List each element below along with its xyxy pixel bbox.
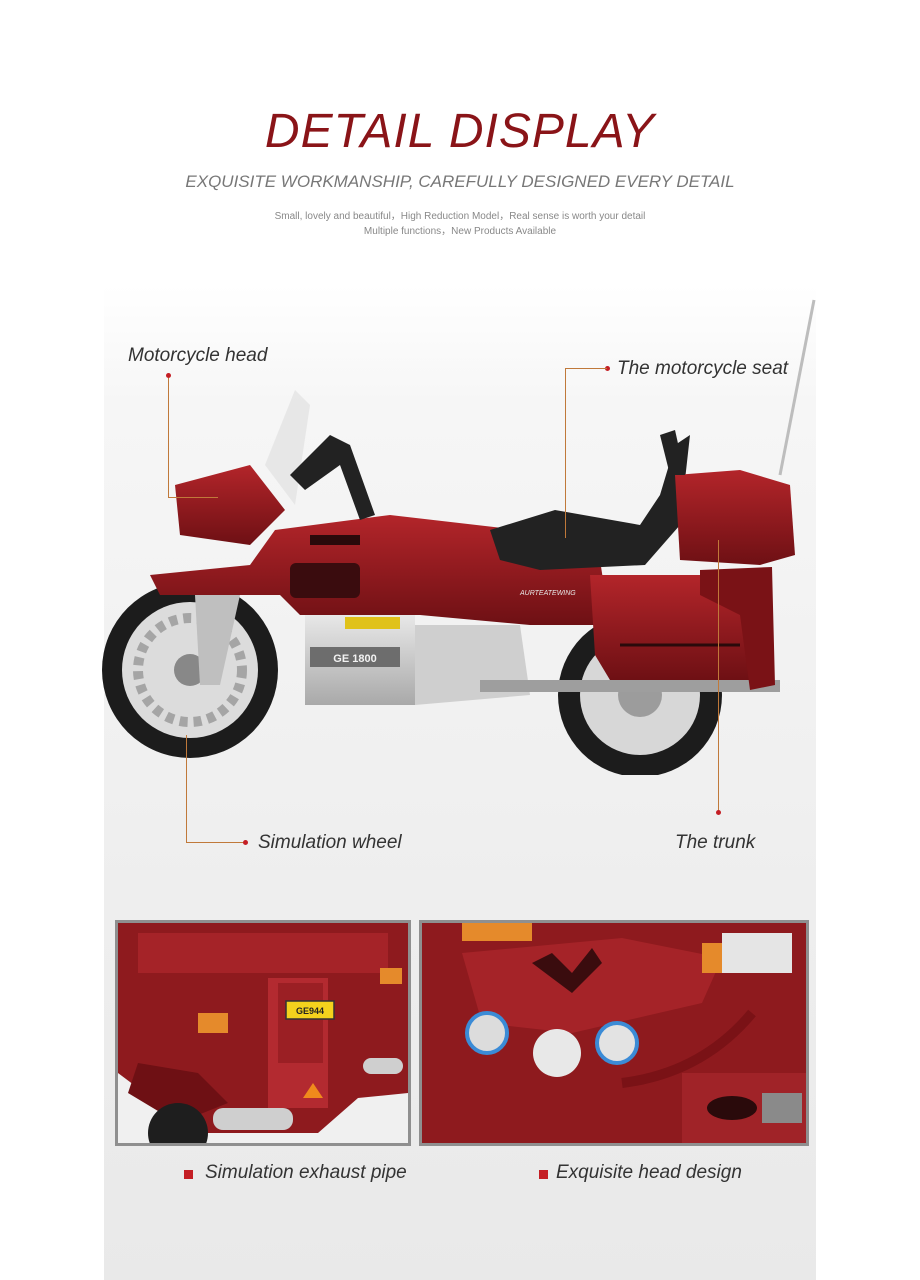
callout-simulation-wheel: Simulation wheel [258, 832, 402, 853]
seat [490, 435, 690, 570]
wheel-leader-v [186, 735, 187, 843]
side-text: AURTEATEWING [519, 590, 576, 597]
wheel-callout-dot [243, 840, 248, 845]
caption-head-design: Exquisite head design [556, 1162, 742, 1183]
detail-photo-exhaust: GE944 [115, 920, 411, 1146]
caption-bullet-2 [539, 1170, 548, 1179]
seat-leader-v [565, 368, 566, 538]
page-title: DETAIL DISPLAY [264, 105, 656, 158]
trunk-leader-v [718, 540, 719, 812]
motorcycle-head [175, 465, 285, 545]
trunk-callout-dot [716, 810, 721, 815]
rear-plate-text: GE944 [296, 1006, 324, 1016]
caption-exhaust-pipe: Simulation exhaust pipe [205, 1162, 407, 1183]
engine-plate: GE 1800 [333, 653, 376, 665]
seat-leader-h [565, 368, 607, 369]
tagline-line-2: Multiple functions，New Products Availabl… [363, 226, 557, 237]
tagline-line-1: Small, lovely and beautiful，High Reducti… [274, 211, 646, 222]
detail-photo-head [419, 920, 809, 1146]
wheel-leader-h [186, 842, 244, 843]
callout-trunk: The trunk [675, 832, 756, 853]
antenna [778, 299, 816, 476]
caption-bullet-1 [184, 1170, 193, 1179]
head-leader-h [168, 497, 218, 498]
exhaust-pipe [480, 680, 780, 692]
head-callout-dot [166, 373, 171, 378]
seat-callout-dot [605, 366, 610, 371]
motorcycle-illustration: GE 1800 AURTEATEWING [102, 299, 816, 775]
callout-motorcycle-head: Motorcycle head [128, 345, 268, 366]
page-subtitle: EXQUISITE WORKMANSHIP, CAREFULLY DESIGNE… [185, 172, 735, 191]
head-leader-v [168, 378, 169, 498]
callout-motorcycle-seat: The motorcycle seat [617, 358, 789, 379]
trunk [675, 470, 795, 565]
